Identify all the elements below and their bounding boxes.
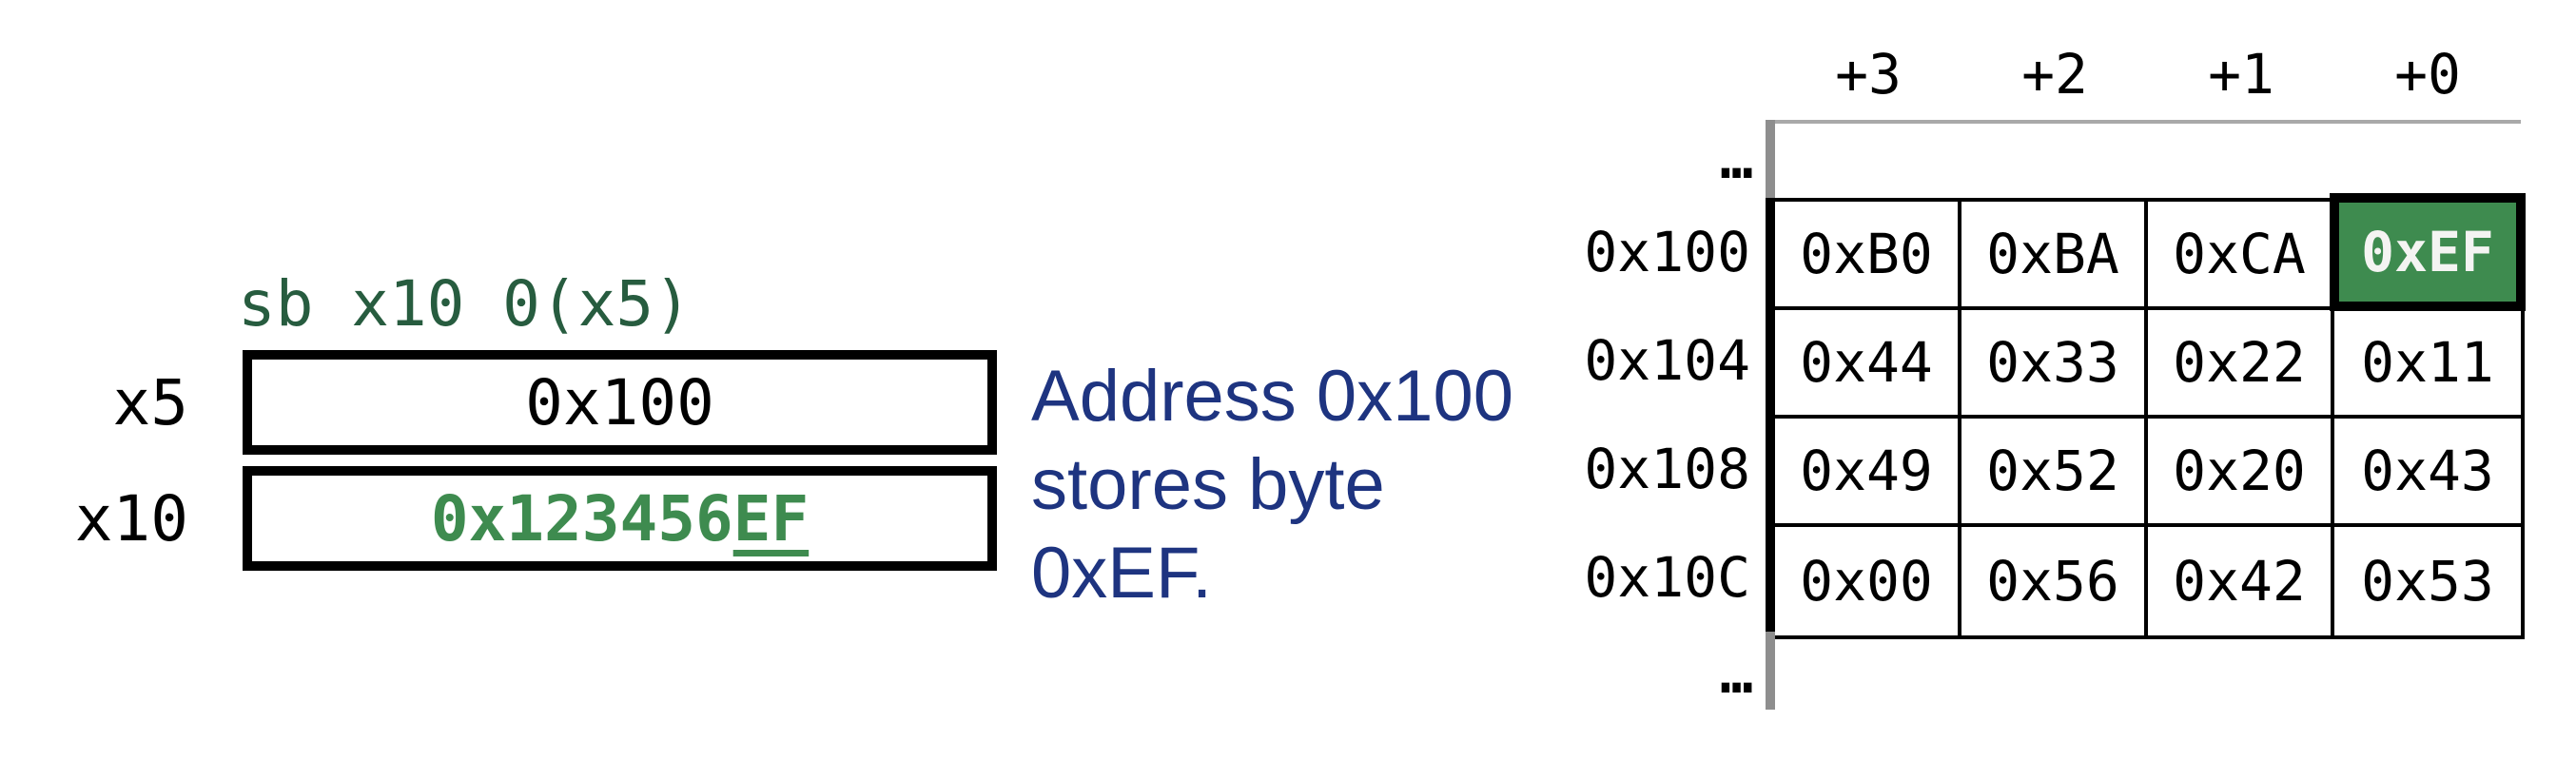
byte-offset-header-3: +3	[1835, 42, 1902, 107]
memory-cell: 0x52	[1961, 419, 2148, 527]
byte-offset-header-1: +1	[2208, 42, 2274, 107]
memory-cell: 0x20	[2148, 419, 2334, 527]
register-x5-label: x5	[112, 365, 188, 439]
address-label-0x10C: 0x10C	[1584, 545, 1750, 610]
caption-line-2: stores byte	[1031, 444, 1385, 525]
memory-left-bar	[1766, 198, 1775, 632]
memory-cell: 0x44	[1775, 310, 1961, 419]
memory-cell: 0x11	[2334, 310, 2521, 419]
memory-cell: 0xCA	[2148, 202, 2334, 310]
register-x5-box: 0x100	[243, 350, 997, 455]
memory-cell: 0xBA	[1961, 202, 2148, 310]
ellipsis-top: …	[1720, 127, 1753, 191]
memory-cell: 0x22	[2148, 310, 2334, 419]
caption-line-1: Address 0x100	[1031, 356, 1513, 437]
register-x10-stored-byte: EF	[732, 481, 810, 556]
register-x10-box: 0x123456EF	[243, 466, 997, 571]
register-x10-value-prefix: 0x123456	[430, 481, 733, 556]
memory-cell: 0x43	[2334, 419, 2521, 527]
caption-line-3: 0xEF.	[1031, 533, 1213, 614]
register-x5-value: 0x100	[525, 365, 714, 439]
memory-cell: 0x00	[1775, 527, 1961, 635]
memory-cell: 0x42	[2148, 527, 2334, 635]
memory-cell: 0x53	[2361, 549, 2494, 614]
address-label-0x108: 0x108	[1584, 437, 1750, 501]
register-x10-value: 0x123456EF	[431, 482, 809, 556]
memory-left-bar-bottom	[1766, 632, 1775, 710]
address-label-0x100: 0x100	[1584, 220, 1750, 284]
byte-offset-header-0: +0	[2394, 42, 2461, 107]
memory-cell-highlighted: 0xEF	[2330, 193, 2526, 311]
memory-cell: 0x56	[1961, 527, 2148, 635]
instruction-text: sb x10 0(x5)	[238, 267, 692, 341]
memory-left-bar-top	[1766, 120, 1775, 198]
ellipsis-bottom: …	[1720, 641, 1753, 706]
memory-cell: 0x49	[1775, 419, 1961, 527]
byte-offset-header-2: +2	[2021, 42, 2088, 107]
caption: Address 0x100 stores byte 0xEF.	[1031, 352, 1513, 617]
register-x10-label: x10	[74, 481, 188, 556]
memory-cell: 0xB0	[1775, 202, 1961, 310]
memory-top-line	[1766, 120, 2521, 124]
memory-cell: 0x33	[1961, 310, 2148, 419]
address-label-0x104: 0x104	[1584, 328, 1750, 393]
